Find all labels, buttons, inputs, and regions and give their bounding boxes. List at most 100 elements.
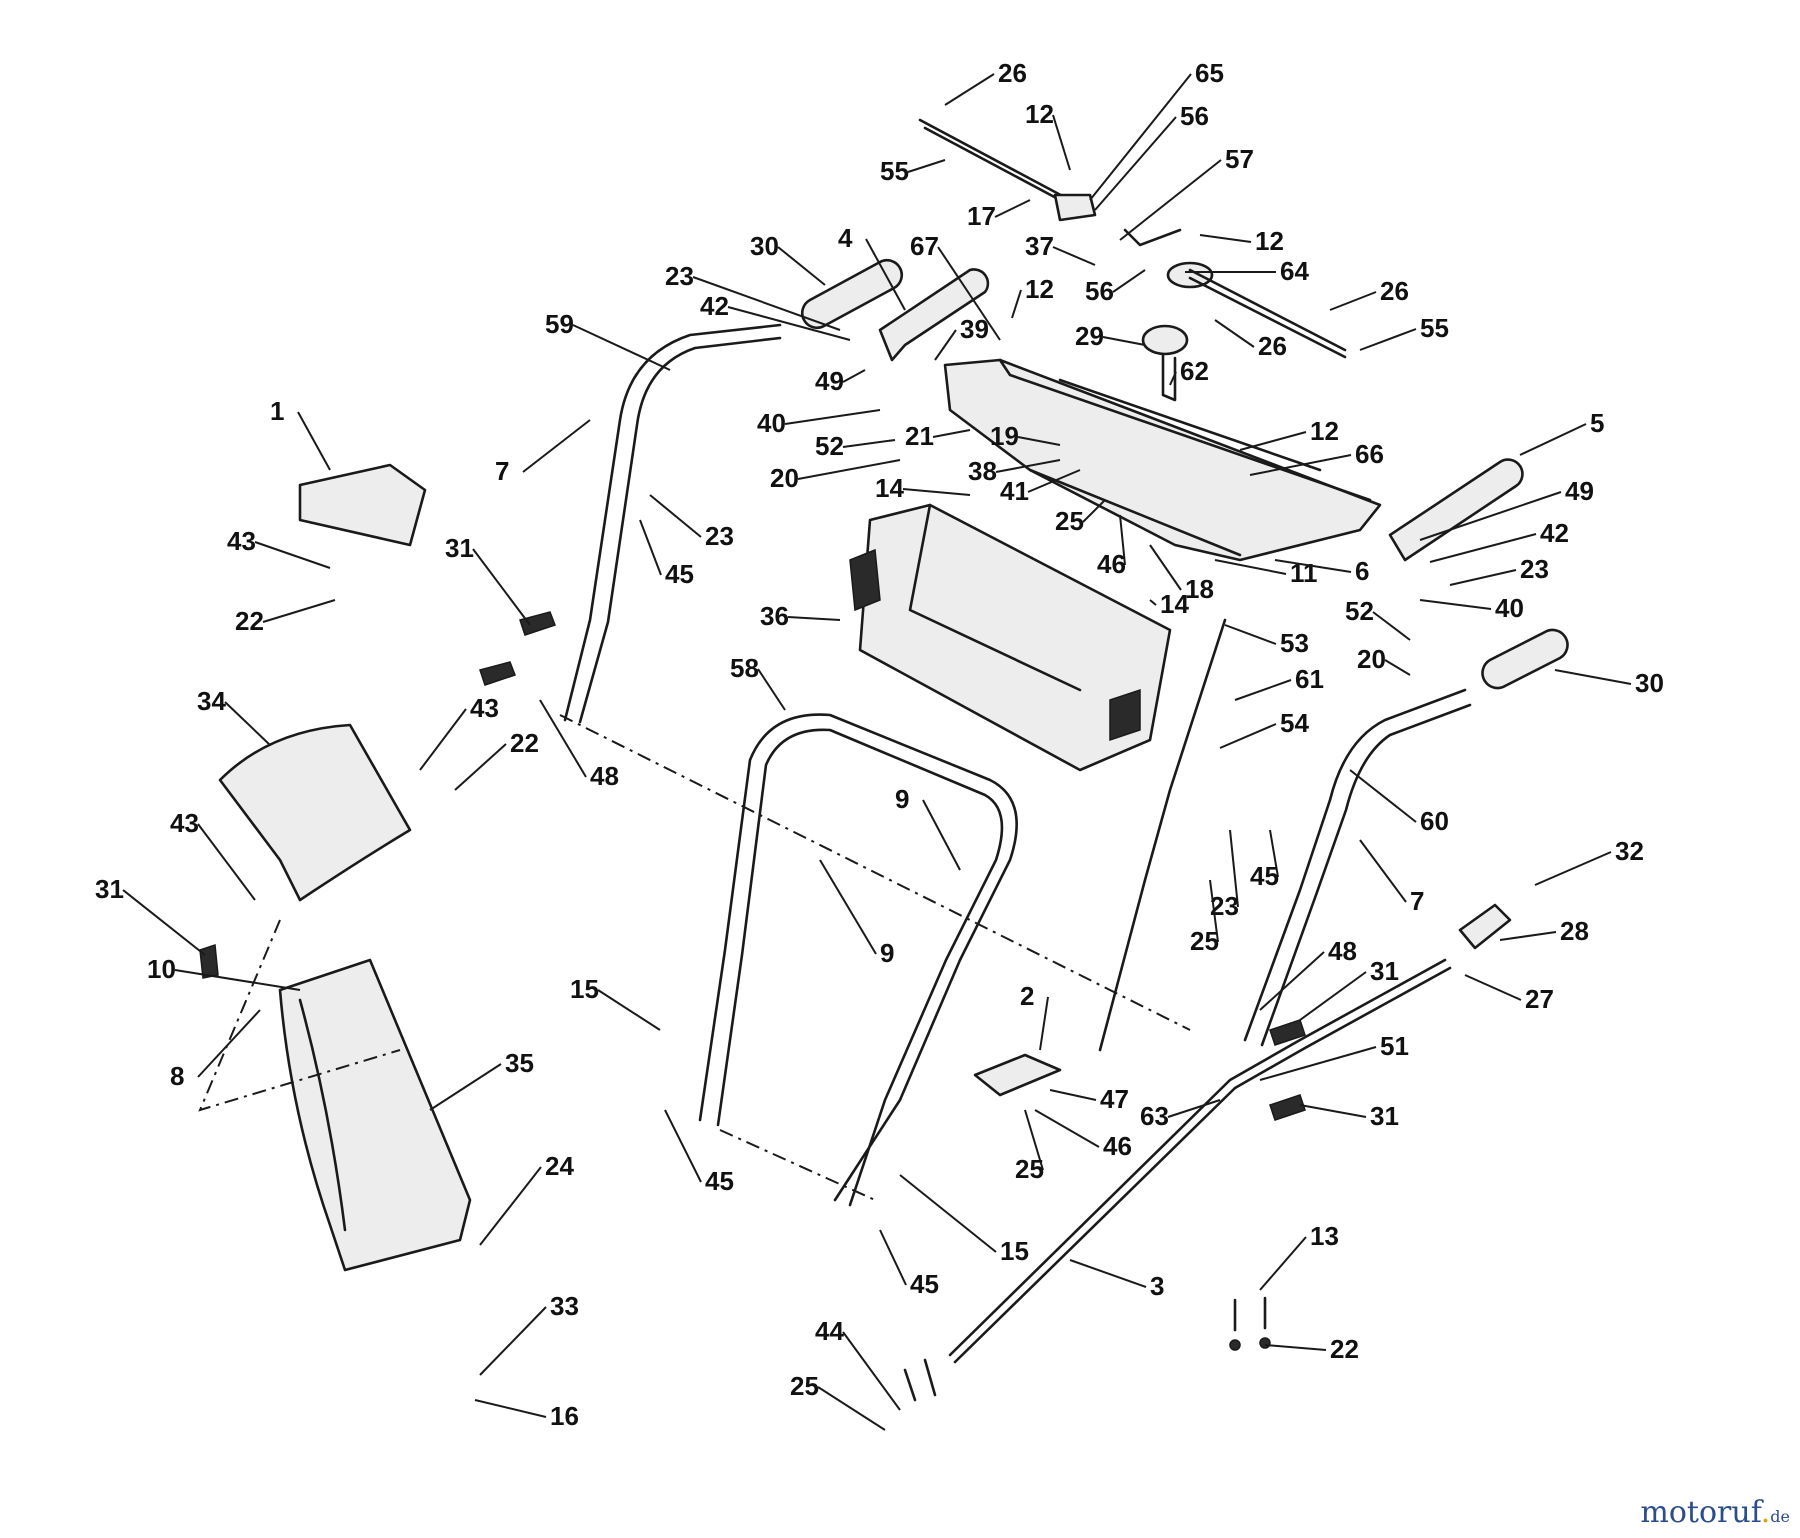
callout-number: 13 (1310, 1221, 1339, 1251)
callout-43: 43 (227, 526, 331, 569)
callout-64: 64 (1185, 256, 1309, 286)
shift-rod-assembly (918, 118, 1347, 359)
leader-line (639, 519, 662, 576)
leader-line (842, 369, 866, 383)
callout-59: 59 (545, 309, 671, 371)
leader-line (472, 548, 531, 626)
callout-19: 19 (990, 421, 1061, 451)
leader-line (907, 159, 946, 173)
callout-34: 34 (197, 686, 271, 746)
callout-number: 26 (1380, 276, 1409, 306)
callout-number: 29 (1075, 321, 1104, 351)
callout-2: 2 (1020, 981, 1049, 1051)
callout-43: 43 (419, 693, 499, 771)
callout-number: 42 (700, 291, 729, 321)
callout-9: 9 (819, 859, 894, 968)
leader-line (1259, 1236, 1307, 1291)
callout-16: 16 (474, 1399, 579, 1431)
watermark-logo: motoruf.de (1640, 1495, 1790, 1530)
wing-knobs (199, 611, 1306, 1121)
callout-number: 20 (1357, 644, 1386, 674)
callout-5: 5 (1519, 408, 1604, 456)
callout-number: 51 (1380, 1031, 1409, 1061)
callout-number: 40 (1495, 593, 1524, 623)
leader-line (1149, 544, 1182, 591)
leader-line (1429, 533, 1537, 563)
leader-line (1239, 431, 1307, 451)
callout-12: 12 (1239, 416, 1339, 451)
callout-number: 36 (760, 601, 789, 631)
callout-number: 12 (1025, 274, 1054, 304)
leader-line (1199, 234, 1252, 243)
leader-line (572, 324, 671, 371)
leader-line (1082, 499, 1106, 523)
callout-23: 23 (649, 494, 734, 551)
callout-42: 42 (1429, 518, 1569, 563)
leader-line (1011, 289, 1022, 319)
callout-number: 46 (1097, 549, 1126, 579)
callout-number: 40 (757, 408, 786, 438)
callout-38: 38 (968, 456, 1061, 486)
callout-number: 43 (170, 808, 199, 838)
callout-number: 55 (880, 156, 909, 186)
callout-7: 7 (495, 419, 591, 486)
callout-number: 52 (1345, 596, 1374, 626)
callout-32: 32 (1534, 836, 1644, 886)
callout-number: 55 (1420, 313, 1449, 343)
callout-46: 46 (1034, 1109, 1132, 1161)
callout-number: 18 (1185, 574, 1214, 604)
callout-number: 4 (838, 223, 853, 253)
leader-line (522, 419, 591, 473)
callout-8: 8 (170, 1009, 261, 1091)
callout-number: 21 (905, 421, 934, 451)
dash-panel (943, 358, 1382, 562)
callout-1: 1 (270, 396, 331, 471)
leader-line (1359, 839, 1407, 903)
callout-number: 1 (270, 396, 284, 426)
callout-49: 49 (1419, 476, 1594, 541)
chute-deflector (218, 723, 412, 902)
callout-number: 9 (895, 784, 909, 814)
leader-line (1359, 328, 1417, 351)
leader-line (692, 276, 841, 331)
leader-line (1149, 599, 1157, 606)
leader-line (1027, 469, 1081, 493)
callout-51: 51 (1259, 1031, 1409, 1081)
callout-number: 22 (1330, 1334, 1359, 1364)
callout-number: 12 (1025, 99, 1054, 129)
callout-number: 15 (570, 974, 599, 1004)
watermark-dot: . (1760, 1495, 1771, 1530)
callout-number: 6 (1355, 556, 1369, 586)
leader-line (995, 459, 1061, 473)
leader-line (1219, 723, 1277, 749)
leader-line (1372, 611, 1411, 641)
callout-number: 30 (1635, 668, 1664, 698)
callout-number: 56 (1180, 101, 1209, 131)
leader-line (1209, 879, 1219, 943)
callout-23: 23 (665, 261, 841, 331)
leader-line (197, 823, 256, 901)
leader-line (429, 1063, 502, 1111)
control-handles (878, 268, 1524, 562)
callout-number: 26 (1258, 331, 1287, 361)
callout-number: 26 (998, 58, 1027, 88)
shift-rod (948, 903, 1512, 1364)
leader-line (899, 1174, 997, 1253)
leader-line (777, 246, 826, 286)
callout-65: 65 (1089, 58, 1224, 201)
callout-55: 55 (880, 156, 946, 186)
callout-number: 14 (1160, 589, 1189, 619)
callout-36: 36 (760, 601, 841, 631)
crank-bracket (973, 1053, 1062, 1097)
callout-number: 31 (1370, 1101, 1399, 1131)
leader-line (1052, 246, 1096, 266)
callout-number: 60 (1420, 806, 1449, 836)
callout-42: 42 (700, 291, 851, 341)
leader-line (1249, 454, 1352, 476)
callout-26: 26 (944, 58, 1027, 106)
callout-23: 23 (1449, 554, 1549, 586)
callout-43: 43 (170, 808, 256, 901)
callout-number: 31 (95, 874, 124, 904)
callout-33: 33 (479, 1291, 579, 1376)
